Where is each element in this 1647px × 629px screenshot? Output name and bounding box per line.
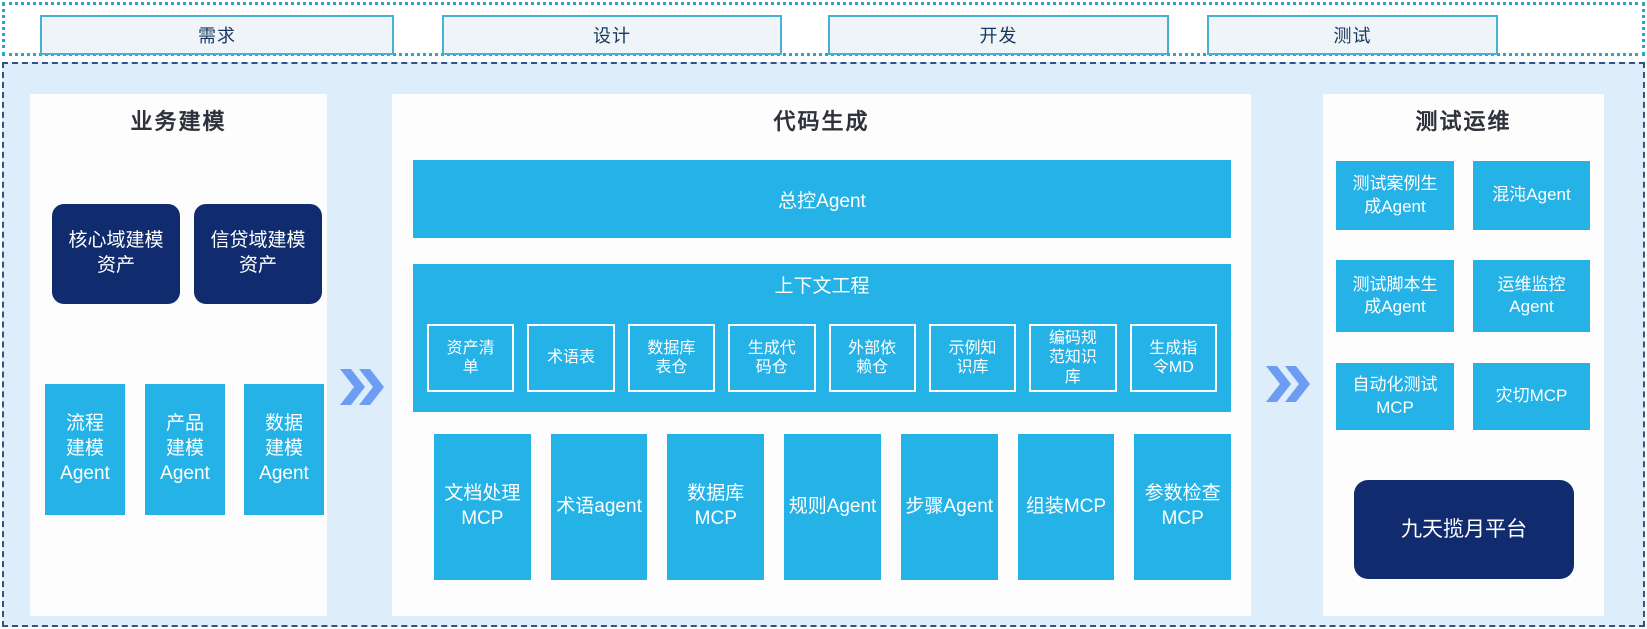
test-operations-panel: 测试运维 测试案例生 成Agent 混沌Agent 测试脚本生 成Agent 运…	[1323, 94, 1604, 616]
phase-strip: 需求 设计 开发 测试	[2, 2, 1645, 56]
credit-domain-assets-box: 信贷域建模 资产	[194, 204, 322, 304]
glossary-box: 术语表	[527, 324, 615, 392]
test-case-generation-agent-box: 测试案例生 成Agent	[1336, 161, 1454, 230]
phase-label: 开发	[979, 26, 1018, 46]
panel-title-test-operations: 测试运维	[1415, 109, 1512, 134]
process-modeling-agent-box: 流程 建模 Agent	[45, 384, 125, 515]
workers-row: 文档处理 MCP 术语agent 数据库 MCP 规则Agent 步骤Agent…	[434, 434, 1232, 580]
double-chevron-right-icon	[340, 367, 386, 407]
automated-testing-mcp-box: 自动化测试 MCP	[1336, 363, 1454, 430]
data-modeling-agent-box: 数据 建模 Agent	[244, 384, 324, 515]
phase-tab-development: 开发	[828, 15, 1169, 55]
double-chevron-right-icon	[1266, 364, 1312, 404]
phase-label: 设计	[593, 26, 631, 46]
code-generation-panel: 代码生成 总控Agent 上下文工程 资产清 单 术语表 数据库 表仓 生成代 …	[392, 94, 1251, 616]
main-canvas: 业务建模 核心域建模 资产 信贷域建模 资产 流程 建模 Agent 产品 建模…	[2, 62, 1645, 627]
panel-title-business-modeling: 业务建模	[130, 109, 227, 134]
rule-agent-box: 规则Agent	[784, 434, 881, 580]
generated-code-repo-box: 生成代 码仓	[728, 324, 816, 392]
core-domain-assets-box: 核心域建模 资产	[52, 204, 180, 304]
parameter-check-mcp-box: 参数检查 MCP	[1134, 434, 1232, 580]
step-agent-box: 步骤Agent	[900, 434, 998, 580]
phase-tab-requirements: 需求	[40, 15, 394, 55]
phase-label: 需求	[198, 26, 236, 46]
context-engineering-box: 上下文工程 资产清 单 术语表 数据库 表仓 生成代 码仓 外部依 赖仓 示例知…	[413, 264, 1231, 412]
phase-tab-testing: 测试	[1207, 15, 1498, 55]
business-modeling-panel: 业务建模 核心域建模 资产 信贷域建模 资产 流程 建模 Agent 产品 建模…	[30, 94, 327, 616]
jiutian-lanyue-platform-box: 九天揽月平台	[1354, 480, 1574, 579]
test-script-generation-agent-box: 测试脚本生 成Agent	[1336, 260, 1454, 332]
phase-tab-design: 设计	[442, 15, 782, 55]
ops-monitoring-agent-box: 运维监控 Agent	[1473, 260, 1590, 332]
document-processing-mcp-box: 文档处理 MCP	[434, 434, 531, 580]
example-knowledge-base-box: 示例知 识库	[928, 324, 1017, 392]
generation-instruction-md-box: 生成指 令MD	[1129, 324, 1217, 392]
asset-inventory-box: 资产清 单	[427, 324, 515, 392]
disaster-switch-mcp-box: 灾切MCP	[1473, 363, 1590, 430]
panel-title-code-generation: 代码生成	[773, 109, 870, 134]
context-items-row: 资产清 单 术语表 数据库 表仓 生成代 码仓 外部依 赖仓 示例知 识库 编码…	[427, 324, 1217, 392]
chaos-agent-box: 混沌Agent	[1473, 161, 1590, 230]
assembly-mcp-box: 组装MCP	[1017, 434, 1115, 580]
database-mcp-box: 数据库 MCP	[667, 434, 765, 580]
external-dependency-repo-box: 外部依 赖仓	[828, 324, 916, 392]
product-modeling-agent-box: 产品 建模 Agent	[145, 384, 225, 515]
master-control-agent-bar: 总控Agent	[413, 160, 1231, 238]
phase-label: 测试	[1333, 26, 1372, 46]
glossary-agent-box: 术语agent	[550, 434, 648, 580]
context-engineering-title: 上下文工程	[774, 276, 870, 297]
database-table-repo-box: 数据库 表仓	[627, 324, 716, 392]
coding-standard-knowledge-base-box: 编码规 范知识 库	[1029, 324, 1117, 392]
